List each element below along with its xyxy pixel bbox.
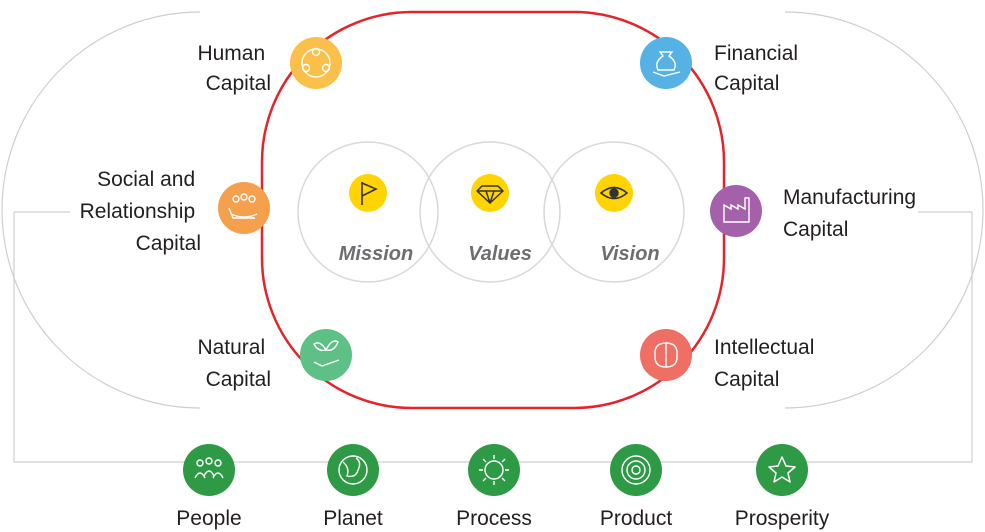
mission-circle (297, 141, 439, 283)
diamond-icon (476, 185, 504, 204)
social-capital-label: Social and Relationship Capital (80, 168, 201, 255)
flag-icon (361, 182, 378, 205)
brain-icon (654, 342, 678, 368)
people-network-icon (301, 47, 331, 78)
values-circle (419, 141, 561, 283)
intellectual-capital-badge (640, 329, 692, 381)
pillar-process (468, 444, 520, 496)
vision-circle (543, 141, 685, 283)
financial-capital-badge (640, 37, 692, 89)
globe-icon (338, 455, 368, 485)
manufacturing-capital-label: Manufacturing Capital (783, 186, 922, 241)
vision-label: Vision (600, 243, 659, 265)
values-icon-group (471, 174, 509, 212)
core-venn (297, 141, 685, 283)
factory-icon (723, 197, 750, 223)
pillar-label: People (176, 507, 241, 530)
natural-capital-label: Natural Capital (197, 336, 271, 391)
pillar-label: Process (456, 507, 532, 530)
pillar-planet (327, 444, 379, 496)
social-capital-badge (218, 182, 270, 234)
human-capital-label: Human Capital (197, 42, 271, 95)
human-capital-badge (290, 37, 342, 89)
mission-icon-group (349, 174, 387, 212)
pillar-label: Planet (323, 507, 383, 530)
star-icon (768, 456, 796, 483)
natural-capital-badge (300, 329, 352, 381)
intellectual-capital-label: Intellectual Capital (714, 336, 820, 391)
values-label: Values (468, 243, 532, 265)
pillar-product (610, 444, 662, 496)
eye-icon (599, 186, 629, 200)
product-icon (621, 455, 651, 485)
mission-label: Mission (339, 243, 413, 265)
people-hand-icon (228, 193, 258, 219)
pillar-prosperity (756, 444, 808, 496)
manufacturing-capital-badge (710, 185, 762, 237)
pillar-people (183, 444, 235, 496)
financial-capital-label: Financial Capital (714, 42, 804, 95)
people-icon (194, 457, 224, 479)
plant-hand-icon (313, 340, 340, 367)
rupee-bag-hand-icon (652, 51, 681, 77)
vision-icon-group (595, 174, 633, 212)
gear-icon (479, 455, 509, 485)
pillar-label: Prosperity (735, 507, 830, 530)
pillar-label: Product (600, 507, 673, 530)
